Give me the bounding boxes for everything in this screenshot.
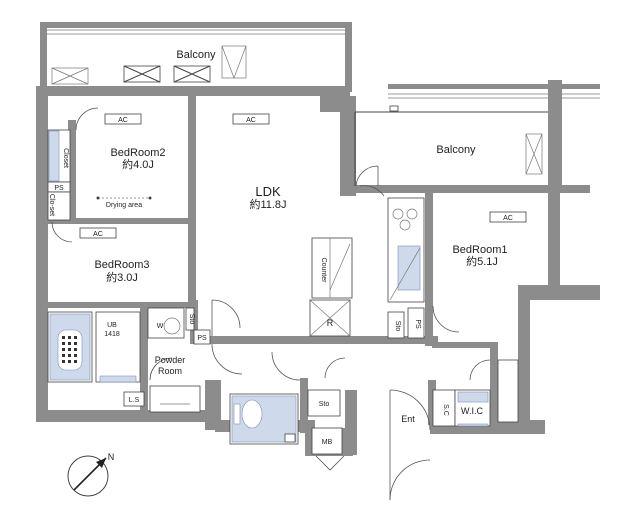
bedroom2-name: BedRoom2 [110,147,165,159]
powder-room-label-2: Room [158,366,182,376]
ub-label: UB [107,322,117,329]
ps-kitchen-label: PS [414,319,421,329]
storage-kitchen-label: Sto [394,321,401,332]
storage-washer-label: Sto [188,314,195,325]
doors [51,107,491,501]
bedroom1-name: BedRoom1 [452,244,507,256]
refrigerator-label: R [327,318,334,328]
north-compass-icon [67,455,109,497]
balcony-right-label: Balcony [436,144,476,156]
shoe-closet-label: S.C [442,404,449,416]
ub-size-label: 1418 [104,331,120,338]
washer-label: W [157,323,164,330]
powder-room-label-1: Powder [155,355,186,365]
hall-storage [307,389,343,455]
ac-label-bedroom3: AC [93,231,103,238]
counter-label: Counter [320,258,327,284]
ac-label-ldk: AC [246,117,256,124]
ldk-name: LDK [255,184,281,199]
ps-left-label: PS [54,185,64,192]
bedroom3-name: BedRoom3 [94,259,149,271]
linen-storage-label: L.S [129,397,140,404]
ac-label-bedroom1: AC [503,215,513,222]
mb-label: MB [322,439,333,446]
ac-label-bedroom2: AC [118,117,128,124]
toilet [229,393,299,445]
ldk-size: 約11.8J [249,197,286,211]
bedroom3-size: 約3.0J [106,270,138,284]
closet-label: Closet [62,148,69,168]
partitions [48,96,498,433]
balcony-top-label: Balcony [176,49,216,61]
balcony-top [47,29,345,85]
ac-units [79,113,527,239]
closet2-label: Clo-set [48,194,55,216]
entrance-area [432,359,519,427]
bedroom2-size: 約4.0J [122,157,154,171]
left-closets [47,129,152,221]
bedroom1-size: 約5.1J [466,254,498,268]
ps-bath-label: PS [197,335,207,342]
wic-label: W.I.C [461,406,483,416]
kitchen [309,197,425,339]
balcony-right [354,93,600,187]
drying-area-label: Drying area [106,202,142,209]
storage-hall-label: Sto [319,401,330,408]
north-label: N [108,452,115,462]
entrance-label: Ent [401,414,415,424]
bathroom [47,307,211,413]
